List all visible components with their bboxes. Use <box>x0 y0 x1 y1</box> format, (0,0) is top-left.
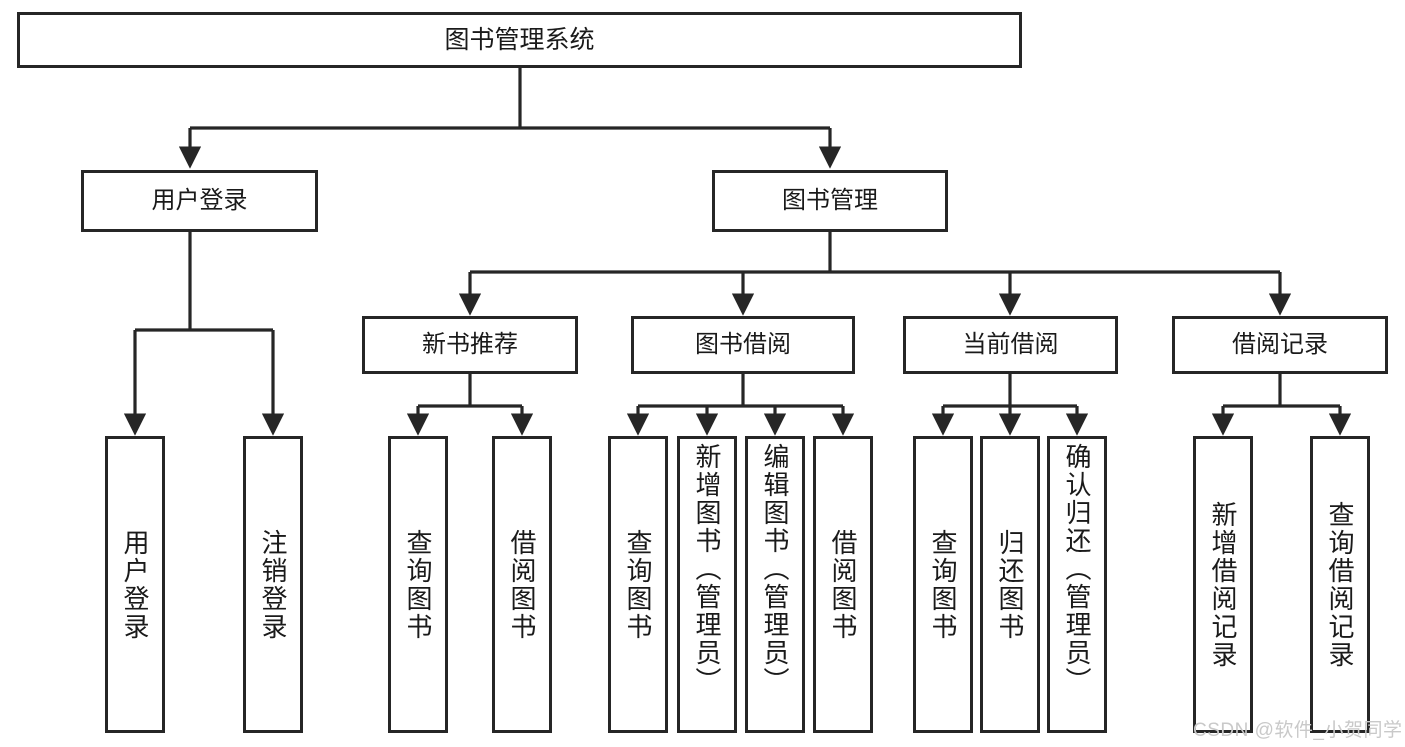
node-leaf-user-login[interactable]: 用户登录 <box>105 436 165 733</box>
node-leaf-borrow-edit-book[interactable]: 编辑图书（管理员） <box>745 436 805 733</box>
node-leaf-current-return-book[interactable]: 归还图书 <box>980 436 1040 733</box>
node-leaf-borrow-query-book[interactable]: 查询图书 <box>608 436 668 733</box>
node-leaf-user-login-label: 用户登录 <box>120 528 150 641</box>
node-leaf-user-logout-label: 注销登录 <box>258 528 288 641</box>
node-leaf-rec-borrow-book[interactable]: 借阅图书 <box>492 436 552 733</box>
node-leaf-record-query[interactable]: 查询借阅记录 <box>1310 436 1370 733</box>
node-leaf-current-confirm-return-label: 确认归还（管理员） <box>1062 443 1092 695</box>
node-user-login-label: 用户登录 <box>151 186 248 214</box>
node-book-borrow-label: 图书借阅 <box>695 330 791 358</box>
node-leaf-borrow-edit-book-label: 编辑图书（管理员） <box>760 443 790 695</box>
node-leaf-rec-borrow-book-label: 借阅图书 <box>507 528 537 641</box>
node-leaf-borrow-borrow-book[interactable]: 借阅图书 <box>813 436 873 733</box>
node-leaf-current-query-book[interactable]: 查询图书 <box>913 436 973 733</box>
node-leaf-borrow-add-book-label: 新增图书（管理员） <box>692 443 722 695</box>
node-current-borrow-label: 当前借阅 <box>962 330 1059 358</box>
node-leaf-record-query-label: 查询借阅记录 <box>1325 500 1355 669</box>
node-new-book-rec-label: 新书推荐 <box>422 330 518 358</box>
node-leaf-borrow-query-book-label: 查询图书 <box>623 528 653 641</box>
node-leaf-current-confirm-return[interactable]: 确认归还（管理员） <box>1047 436 1107 733</box>
node-borrow-record[interactable]: 借阅记录 <box>1172 316 1388 374</box>
node-leaf-record-add-label: 新增借阅记录 <box>1208 500 1238 669</box>
node-leaf-borrow-add-book[interactable]: 新增图书（管理员） <box>677 436 737 733</box>
node-book-manage[interactable]: 图书管理 <box>712 170 948 232</box>
node-root[interactable]: 图书管理系统 <box>17 12 1022 68</box>
node-leaf-rec-query-book[interactable]: 查询图书 <box>388 436 448 733</box>
node-current-borrow[interactable]: 当前借阅 <box>903 316 1118 374</box>
node-book-manage-label: 图书管理 <box>782 186 878 214</box>
node-new-book-rec[interactable]: 新书推荐 <box>362 316 578 374</box>
node-book-borrow[interactable]: 图书借阅 <box>631 316 855 374</box>
node-root-label: 图书管理系统 <box>444 26 595 54</box>
node-borrow-record-label: 借阅记录 <box>1232 330 1328 358</box>
node-user-login[interactable]: 用户登录 <box>81 170 318 232</box>
node-leaf-record-add[interactable]: 新增借阅记录 <box>1193 436 1253 733</box>
node-leaf-current-return-book-label: 归还图书 <box>995 528 1025 641</box>
node-leaf-borrow-borrow-book-label: 借阅图书 <box>828 528 858 641</box>
node-leaf-rec-query-book-label: 查询图书 <box>403 528 433 641</box>
node-leaf-current-query-book-label: 查询图书 <box>928 528 958 641</box>
node-leaf-user-logout[interactable]: 注销登录 <box>243 436 303 733</box>
